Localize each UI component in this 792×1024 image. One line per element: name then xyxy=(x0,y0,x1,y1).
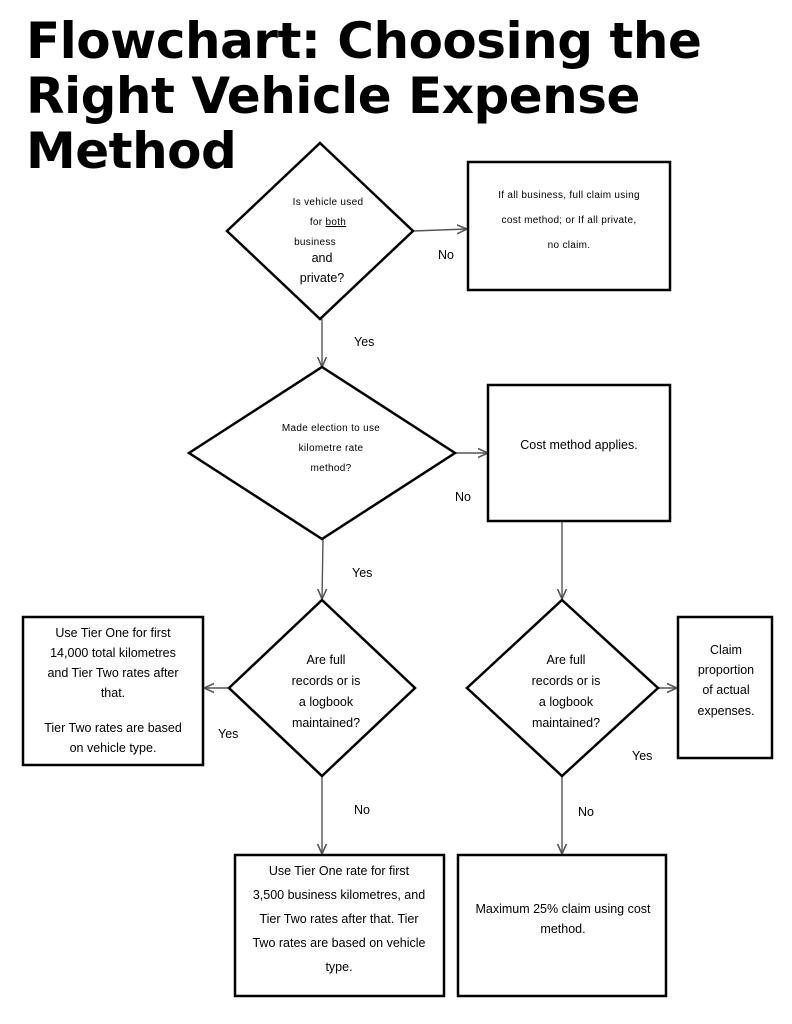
outcome-text: 3,500 business kilometres, and xyxy=(253,888,425,902)
outcome-text: no claim. xyxy=(548,240,591,251)
decision-diamond xyxy=(225,141,415,321)
edge-label-no: No xyxy=(354,803,370,817)
outcome-text: Tier Two rates after that. Tier xyxy=(259,912,418,926)
decision-diamond xyxy=(465,598,660,778)
decision-text: Are full xyxy=(547,653,586,667)
outcome-text: If all business, full claim using xyxy=(498,190,640,201)
edge-labels: No Yes No Yes Yes No Yes No xyxy=(218,248,652,819)
title-line-3: Method xyxy=(26,122,237,180)
title-line-2: Right Vehicle Expense xyxy=(26,67,640,125)
edge-label-yes: Yes xyxy=(632,749,652,763)
decision-text: a logbook xyxy=(299,695,354,709)
decision-records-cost: Are full records or is a logbook maintai… xyxy=(465,598,660,778)
edge-label-yes: Yes xyxy=(218,727,238,741)
decision-text: business xyxy=(294,237,336,248)
outcome-text: of actual xyxy=(702,683,749,697)
outcome-text: method. xyxy=(540,922,585,936)
outcome-text: Two rates are based on vehicle xyxy=(252,936,425,950)
decision-diamond xyxy=(186,365,458,541)
edge-label-no: No xyxy=(455,490,471,504)
page-title: Flowchart: Choosing the Right Vehicle Ex… xyxy=(26,14,786,179)
outcome-text: 14,000 total kilometres xyxy=(50,646,176,660)
outcome-maximum-25: Maximum 25% claim using cost method. xyxy=(456,853,668,998)
outcome-box xyxy=(233,853,446,998)
outcome-text: on vehicle type. xyxy=(70,741,157,755)
decision-text: Made election to use xyxy=(282,423,380,434)
outcome-box xyxy=(466,160,672,292)
decision-records-kilometre: Are full records or is a logbook maintai… xyxy=(227,598,417,778)
title-line-1: Flowchart: Choosing the xyxy=(26,12,702,70)
edge-label-no: No xyxy=(438,248,454,262)
outcome-text: that. xyxy=(101,686,125,700)
decision-text: records or is xyxy=(532,674,601,688)
outcome-claim-proportion: Claim proportion of actual expenses. xyxy=(676,615,774,760)
decision-text: and xyxy=(312,251,333,265)
outcome-all-business-or-private: If all business, full claim using cost m… xyxy=(466,160,672,292)
decision-text: kilometre rate xyxy=(299,443,364,454)
outcome-text: type. xyxy=(325,960,352,974)
decision-text: for both xyxy=(310,217,346,228)
outcome-box xyxy=(21,615,205,767)
outcome-tier-one-14000: Use Tier One for first 14,000 total kilo… xyxy=(21,615,205,767)
decision-text: method? xyxy=(310,463,351,474)
outcome-text: cost method; or If all private, xyxy=(502,215,637,226)
connector-d2-to-d3 xyxy=(322,538,323,599)
decision-kilometre-rate-election: Made election to use kilometre rate meth… xyxy=(186,365,458,541)
outcome-box xyxy=(456,853,668,998)
decision-vehicle-use: Is vehicle used for both business and pr… xyxy=(225,141,415,321)
edge-label-yes: Yes xyxy=(354,335,374,349)
decision-text: a logbook xyxy=(539,695,594,709)
outcome-box xyxy=(676,615,774,760)
outcome-cost-method: Cost method applies. xyxy=(486,383,672,523)
decision-diamond xyxy=(227,598,417,778)
decision-text: records or is xyxy=(292,674,361,688)
edge-label-yes: Yes xyxy=(352,566,372,580)
outcome-text: Use Tier One for first xyxy=(55,626,171,640)
decision-text: Is vehicle used xyxy=(293,197,364,208)
outcome-tier-one-3500: Use Tier One rate for first 3,500 busine… xyxy=(233,853,446,998)
decision-text: Are full xyxy=(307,653,346,667)
outcome-text: Use Tier One rate for first xyxy=(269,864,410,878)
outcome-text: and Tier Two rates after xyxy=(47,666,178,680)
outcome-box xyxy=(486,383,672,523)
decision-text: private? xyxy=(300,271,345,285)
outcome-text: proportion xyxy=(698,663,754,677)
outcome-text: Maximum 25% claim using cost xyxy=(475,902,651,916)
decision-text: maintained? xyxy=(292,716,360,730)
outcome-text: Tier Two rates are based xyxy=(44,721,182,735)
outcome-text: expenses. xyxy=(698,704,755,718)
decision-text-underlined: both xyxy=(325,217,346,228)
connector-d1-to-b1 xyxy=(412,229,467,231)
decision-text-prefix: for xyxy=(310,217,326,228)
decision-text: maintained? xyxy=(532,716,600,730)
edge-label-no: No xyxy=(578,805,594,819)
outcome-text: Cost method applies. xyxy=(520,438,637,452)
connectors xyxy=(204,229,677,854)
outcome-text: Claim xyxy=(710,643,742,657)
